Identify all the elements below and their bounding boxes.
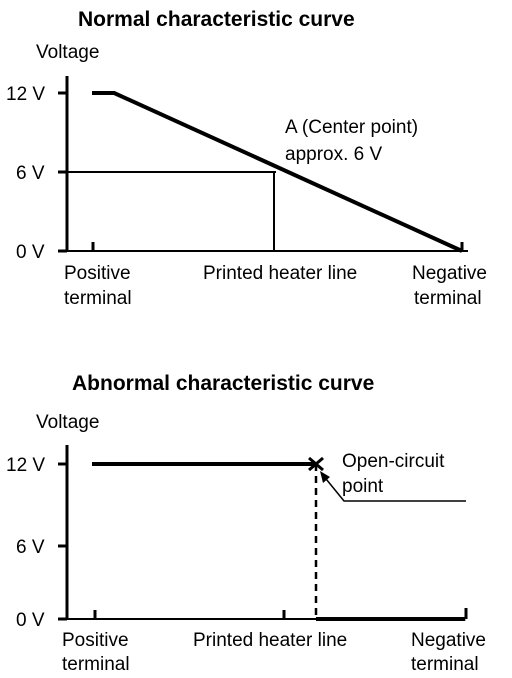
abnormal-x-label-positive-1: Positive bbox=[62, 630, 129, 651]
normal-x-label-negative-1: Negative bbox=[412, 263, 487, 284]
abnormal-y-tick-label-6: 6 V bbox=[16, 537, 45, 558]
normal-annotation-line1: A (Center point) bbox=[285, 117, 418, 138]
normal-voltage-line bbox=[92, 91, 463, 253]
abnormal-y-tick-label-12: 12 V bbox=[6, 455, 45, 476]
open-circuit-marker bbox=[308, 456, 324, 472]
normal-x-label-heater: Printed heater line bbox=[203, 263, 357, 284]
open-circuit-pointer-arrowhead bbox=[320, 471, 330, 483]
normal-y-axis-label: Voltage bbox=[36, 42, 99, 63]
abnormal-x-label-negative-1: Negative bbox=[411, 630, 486, 651]
abnormal-y-axis-label: Voltage bbox=[36, 412, 99, 433]
normal-x-label-negative-2: terminal bbox=[414, 288, 482, 309]
normal-y-tick-label-0: 0 V bbox=[16, 242, 45, 263]
abnormal-annotation-line2: point bbox=[342, 476, 384, 497]
normal-y-tick-label-6: 6 V bbox=[16, 163, 45, 184]
normal-x-label-positive-2: terminal bbox=[64, 288, 132, 309]
abnormal-annotation-line1: Open-circuit bbox=[342, 451, 445, 472]
normal-chart-title: Normal characteristic curve bbox=[78, 8, 355, 31]
abnormal-chart-title: Abnormal characteristic curve bbox=[72, 372, 374, 395]
abnormal-y-tick-label-0: 0 V bbox=[16, 610, 45, 631]
normal-x-label-positive-1: Positive bbox=[64, 263, 131, 284]
abnormal-x-label-heater: Printed heater line bbox=[193, 630, 347, 651]
abnormal-x-label-positive-2: terminal bbox=[62, 654, 130, 675]
normal-y-tick-label-12: 12 V bbox=[6, 84, 45, 105]
open-circuit-pointer bbox=[321, 473, 466, 502]
normal-annotation-line2: approx. 6 V bbox=[285, 144, 382, 165]
normal-chart: Normal characteristic curve Voltage 12 V… bbox=[6, 8, 487, 309]
abnormal-chart: Abnormal characteristic curve Voltage 12… bbox=[6, 372, 486, 675]
abnormal-x-label-negative-2: terminal bbox=[411, 654, 479, 675]
